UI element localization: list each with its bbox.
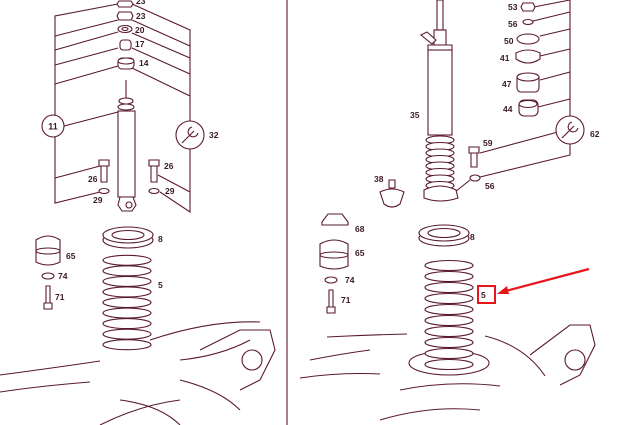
- spring-coil: [424, 314, 474, 327]
- bolt-71-right: [326, 289, 336, 314]
- label-26-left: 26: [88, 174, 98, 184]
- right-control-arm: [299, 324, 596, 421]
- spring-coil: [102, 254, 152, 266]
- stop-68: [321, 213, 349, 226]
- label-5-right: 5: [481, 290, 486, 300]
- bolt-71: [43, 285, 53, 310]
- label-74-right: 74: [345, 275, 355, 285]
- left-rear-shock-assembly: 11 32 23 23 20 17 14 26 26 29 29: [0, 0, 276, 425]
- wrench-glyph: [181, 126, 199, 144]
- mount-41: [515, 49, 541, 64]
- washer-29-left: [98, 187, 110, 195]
- label-38: 38: [374, 174, 384, 184]
- label-65-right: 65: [355, 248, 365, 258]
- label-29-left: 29: [93, 195, 103, 205]
- ball-joint-38: [379, 179, 405, 208]
- spring-coil: [424, 347, 474, 360]
- highlight-annotation: 5: [477, 267, 590, 304]
- spring-coil: [424, 325, 474, 338]
- spring-coil: [424, 259, 474, 272]
- bolt-26-left: [98, 159, 110, 183]
- kit-callout-circle: [41, 114, 65, 138]
- washer-74-right: [324, 276, 338, 284]
- label-5-left: 5: [158, 280, 163, 290]
- washer-56-top: [522, 18, 534, 26]
- label-65-left: 65: [66, 251, 76, 261]
- label-56-top: 56: [508, 19, 518, 29]
- washer-50: [516, 33, 540, 45]
- label-44: 44: [503, 104, 513, 114]
- label-71-left: 71: [55, 292, 65, 302]
- highlight-box: [477, 285, 496, 304]
- left-shock-absorber: [117, 80, 137, 212]
- label-62: 62: [590, 129, 600, 139]
- spring-coil: [424, 358, 474, 371]
- spring-coil: [102, 286, 152, 298]
- label-47: 47: [502, 79, 512, 89]
- spring-coil: [102, 275, 152, 287]
- coil-spring-right: [424, 259, 474, 371]
- spring-coil: [424, 281, 474, 294]
- washer-56: [469, 174, 481, 182]
- bushing-17: [119, 39, 132, 51]
- spring-coil: [102, 318, 152, 330]
- label-53: 53: [508, 2, 518, 12]
- spring-coil: [102, 339, 152, 351]
- label-59: 59: [483, 138, 493, 148]
- label-20: 20: [135, 25, 145, 35]
- washer-20: [117, 24, 133, 34]
- red-arrow-head-icon: [497, 286, 509, 294]
- spring-coil: [102, 265, 152, 277]
- spring-coil: [424, 303, 474, 316]
- callout-11: 11: [48, 122, 58, 132]
- spring-coil: [424, 270, 474, 283]
- label-74-left: 74: [58, 271, 68, 281]
- label-71-right: 71: [341, 295, 351, 305]
- spring-coil: [102, 296, 152, 309]
- label-23-top: 23: [136, 0, 146, 6]
- label-56: 56: [485, 181, 495, 191]
- label-41: 41: [500, 53, 510, 63]
- red-arrow-line: [501, 267, 590, 294]
- bump-stop-65-right: [319, 239, 349, 270]
- spring-coil: [102, 307, 152, 319]
- label-14: 14: [139, 58, 149, 68]
- label-35: 35: [410, 110, 420, 120]
- left-axle-arm: [0, 321, 276, 425]
- bump-stop-65: [35, 235, 61, 266]
- right-front-strut-assembly: 62 53 56 50 41 47 44 35 59 56 38 68: [299, 0, 600, 421]
- label-26-right: 26: [164, 161, 174, 171]
- bolt-26-right: [148, 159, 160, 183]
- label-32: 32: [209, 130, 219, 140]
- washer-29-right: [148, 187, 160, 195]
- label-23: 23: [136, 11, 146, 21]
- nut-23: [116, 11, 134, 21]
- label-68: 68: [355, 224, 365, 234]
- washer-74: [41, 272, 55, 280]
- label-17: 17: [135, 39, 145, 49]
- label-50: 50: [504, 36, 514, 46]
- bolt-59: [468, 146, 480, 168]
- shock-absorber-35: [419, 0, 459, 202]
- coil-spring-left: [102, 254, 152, 351]
- spring-coil: [424, 292, 474, 305]
- spring-coil: [424, 336, 474, 349]
- spring-coil: [102, 328, 152, 340]
- label-8-right: 8: [470, 232, 475, 242]
- nut-53: [520, 2, 536, 12]
- label-8-left: 8: [158, 234, 163, 244]
- label-29-right: 29: [165, 186, 175, 196]
